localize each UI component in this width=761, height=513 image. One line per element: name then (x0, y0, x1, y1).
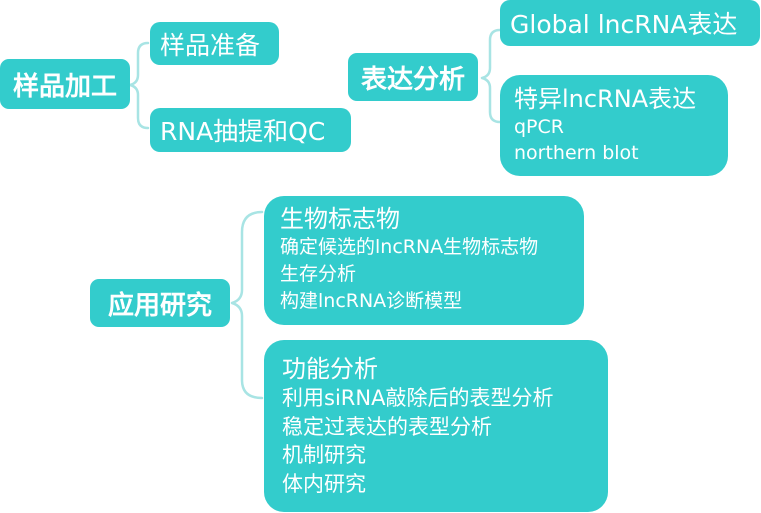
node-application-research: 应用研究 (90, 279, 230, 327)
biomarker-item: 生存分析 (280, 263, 357, 285)
specific-lncrna-title: 特异lncRNA表达 (514, 85, 697, 113)
node-biomarker: 生物标志物 确定候选的lncRNA生物标志物 生存分析 构建lncRNA诊断模型 (264, 196, 584, 325)
node-specific-lncrna-expression: 特异lncRNA表达 qPCR northern blot (500, 75, 728, 176)
node-expression-analysis: 表达分析 (348, 53, 478, 101)
function-analysis-item: 利用siRNA敲除后的表型分析 (282, 386, 554, 410)
function-analysis-title: 功能分析 (282, 355, 378, 383)
biomarker-item: 构建lncRNA诊断模型 (280, 290, 463, 312)
node-function-analysis: 功能分析 利用siRNA敲除后的表型分析 稳定过表达的表型分析 机制研究 体内研… (264, 340, 608, 512)
biomarker-title: 生物标志物 (280, 205, 400, 233)
specific-item-northern-blot: northern blot (514, 142, 639, 164)
connector-application-research (230, 210, 264, 400)
node-rna-extraction-qc: RNA抽提和QC (150, 108, 351, 152)
function-analysis-item: 机制研究 (282, 443, 366, 467)
function-analysis-item: 体内研究 (282, 471, 366, 496)
biomarker-item: 确定候选的lncRNA生物标志物 (280, 236, 539, 258)
specific-item-qpcr: qPCR (514, 116, 564, 138)
node-global-lncrna-expression: Global lncRNA表达 (500, 0, 760, 46)
connector-sample-processing (128, 41, 150, 130)
node-sample-preparation: 样品准备 (150, 22, 279, 65)
node-sample-processing: 样品加工 (0, 59, 130, 109)
function-analysis-item: 稳定过表达的表型分析 (282, 414, 492, 439)
connector-expression-analysis (480, 28, 502, 124)
